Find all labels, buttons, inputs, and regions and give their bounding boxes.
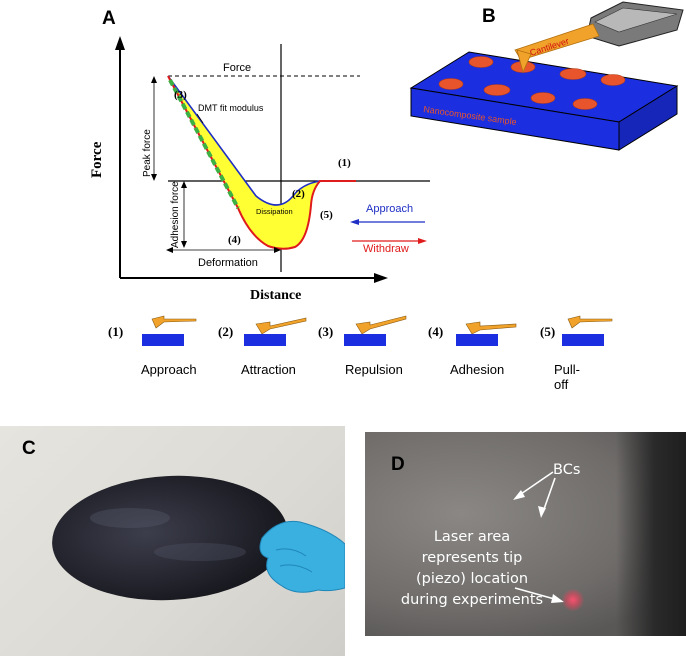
withdraw-legend-label: Withdraw <box>363 243 409 255</box>
stage-label: Attraction <box>241 362 296 377</box>
wafer-disc <box>52 475 288 601</box>
panel-c-photo: C <box>0 426 345 656</box>
force-bracket-label: Force <box>223 62 251 74</box>
laser-line-2: represents tip <box>421 550 523 566</box>
sample-side-face <box>618 85 678 151</box>
marker-1: (1) <box>338 157 351 169</box>
panel-b-letter: B <box>482 6 496 27</box>
y-axis-label: Force <box>89 141 105 178</box>
y-axis-arrow-icon <box>115 36 125 50</box>
stage-attraction-icon <box>244 317 307 346</box>
laser-caption: Laser area represents tip (piezo) locati… <box>397 527 547 611</box>
stage-adhesion-icon <box>456 321 517 346</box>
laser-spot <box>562 589 584 611</box>
adhesion-force-label: Adhesion force <box>170 181 181 248</box>
stage-number: (3) <box>318 324 334 339</box>
marker-2: (2) <box>292 188 305 200</box>
stage-number: (4) <box>428 324 444 339</box>
panel-d-letter: D <box>391 454 405 475</box>
stage-label: Repulsion <box>345 362 403 377</box>
bcs-arrows <box>513 471 564 603</box>
x-axis-arrow-icon <box>374 273 388 283</box>
dissipation-label: Dissipation <box>256 207 293 216</box>
laser-line-4: during experiments <box>400 592 544 608</box>
panel-b-illustration: B Nanocomposite sample Cantilever <box>409 1 684 151</box>
dissipation-area <box>168 76 320 249</box>
approach-curve <box>167 75 356 206</box>
panel-c-letter: C <box>22 438 36 459</box>
stage-label: Pull-off <box>554 362 581 392</box>
marker-4: (4) <box>228 234 241 246</box>
dmt-label: DMT fit modulus <box>198 103 264 113</box>
particles <box>438 56 626 110</box>
laser-line-3: (piezo) location <box>415 571 529 587</box>
withdraw-curve <box>167 75 356 250</box>
stage-label: Approach <box>141 362 197 377</box>
bcs-label: BCs <box>553 462 581 478</box>
approach-legend-label: Approach <box>366 203 413 215</box>
approach-arrow-icon <box>350 219 359 225</box>
stage-number: (5) <box>540 324 556 339</box>
wafer-photo <box>52 475 345 601</box>
withdraw-arrow-icon <box>418 238 427 244</box>
dark-edge <box>616 432 686 636</box>
stage-label: Adhesion <box>450 362 505 377</box>
probe-tip <box>516 49 532 74</box>
marker-5: (5) <box>320 209 333 221</box>
panel-a-graph: A Force Distance Force DMT fit modulus P… <box>89 8 430 300</box>
stage-number: (1) <box>108 324 124 339</box>
stage-repulsion-icon <box>344 315 407 346</box>
peak-force-label: Peak force <box>142 129 153 177</box>
laser-line-1: Laser area <box>433 529 511 545</box>
panel-a-letter: A <box>102 8 116 29</box>
marker-3: (3) <box>174 89 187 101</box>
panel-d-photo: D BCs Laser area represents tip (piezo) … <box>365 432 686 636</box>
dmt-fit-line <box>168 79 240 209</box>
stage-pull-off-icon <box>562 315 613 346</box>
x-axis-label: Distance <box>250 288 301 300</box>
stage-number: (2) <box>218 324 234 339</box>
stages-row: (1) Approach (2) Attraction (3) Repulsio… <box>0 300 686 392</box>
deformation-label: Deformation <box>198 257 258 269</box>
gloved-hand <box>259 520 345 593</box>
stage-approach-icon <box>142 315 197 346</box>
